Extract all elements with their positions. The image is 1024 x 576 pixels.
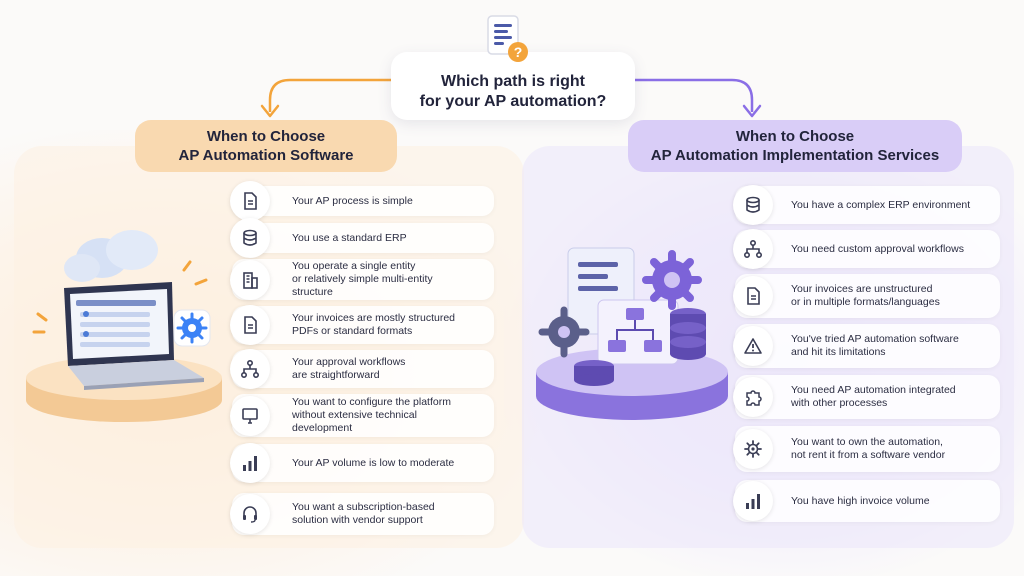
question-line-1: Which path is right bbox=[441, 73, 585, 90]
left-header: When to Choose AP Automation Software bbox=[135, 120, 397, 172]
list-item: Your AP volume is low to moderate bbox=[230, 443, 494, 483]
bar-chart-icon bbox=[733, 481, 773, 521]
monitor-icon bbox=[230, 395, 270, 436]
left-arrow bbox=[268, 78, 391, 112]
document-icon bbox=[230, 181, 270, 221]
list-item: You need custom approval workflows bbox=[733, 229, 1000, 269]
left-header-line-2: AP Automation Software bbox=[178, 147, 354, 164]
left-arrowhead bbox=[260, 104, 280, 118]
list-item: Your AP process is simple bbox=[230, 181, 494, 221]
item-text: You need custom approval workflows bbox=[791, 242, 964, 255]
list-item: You have a complex ERP environment bbox=[733, 185, 1000, 225]
list-item: You want to own the automation,not rent … bbox=[733, 426, 1000, 472]
headset-icon bbox=[230, 494, 270, 534]
document-icon bbox=[733, 276, 773, 316]
list-item: You use a standard ERP bbox=[230, 218, 494, 258]
item-text: You use a standard ERP bbox=[292, 231, 407, 244]
laptop-illustration bbox=[26, 230, 222, 422]
item-text: Your AP process is simple bbox=[292, 194, 413, 207]
left-header-line-1: When to Choose bbox=[206, 128, 326, 145]
right-arrowhead bbox=[742, 104, 762, 118]
item-text: Your AP volume is low to moderate bbox=[292, 456, 455, 469]
document-question-icon: ? bbox=[487, 15, 528, 62]
right-header: When to Choose AP Automation Implementat… bbox=[628, 120, 962, 172]
workflow-icon bbox=[733, 229, 773, 269]
list-item: You have high invoice volume bbox=[733, 480, 1000, 522]
gears-database-illustration bbox=[536, 247, 728, 420]
question-card: Which path is right for your AP automati… bbox=[391, 52, 635, 120]
right-header-line-2: AP Automation Implementation Services bbox=[650, 147, 940, 164]
question-line-2: for your AP automation? bbox=[419, 93, 607, 110]
warning-icon bbox=[733, 326, 773, 366]
item-text: You have a complex ERP environment bbox=[791, 198, 971, 211]
document-icon bbox=[230, 305, 270, 345]
workflow-icon bbox=[230, 349, 270, 389]
svg-text:?: ? bbox=[514, 44, 523, 60]
gear-icon bbox=[733, 429, 773, 469]
puzzle-icon bbox=[733, 377, 773, 417]
item-text: You want to own the automation,not rent … bbox=[791, 436, 946, 461]
right-arrow bbox=[635, 78, 754, 112]
database-icon bbox=[733, 185, 773, 225]
building-icon bbox=[230, 259, 270, 300]
item-text: You have high invoice volume bbox=[791, 494, 930, 507]
database-icon bbox=[230, 218, 270, 258]
bar-chart-icon bbox=[230, 443, 270, 483]
right-header-line-1: When to Choose bbox=[735, 128, 855, 145]
